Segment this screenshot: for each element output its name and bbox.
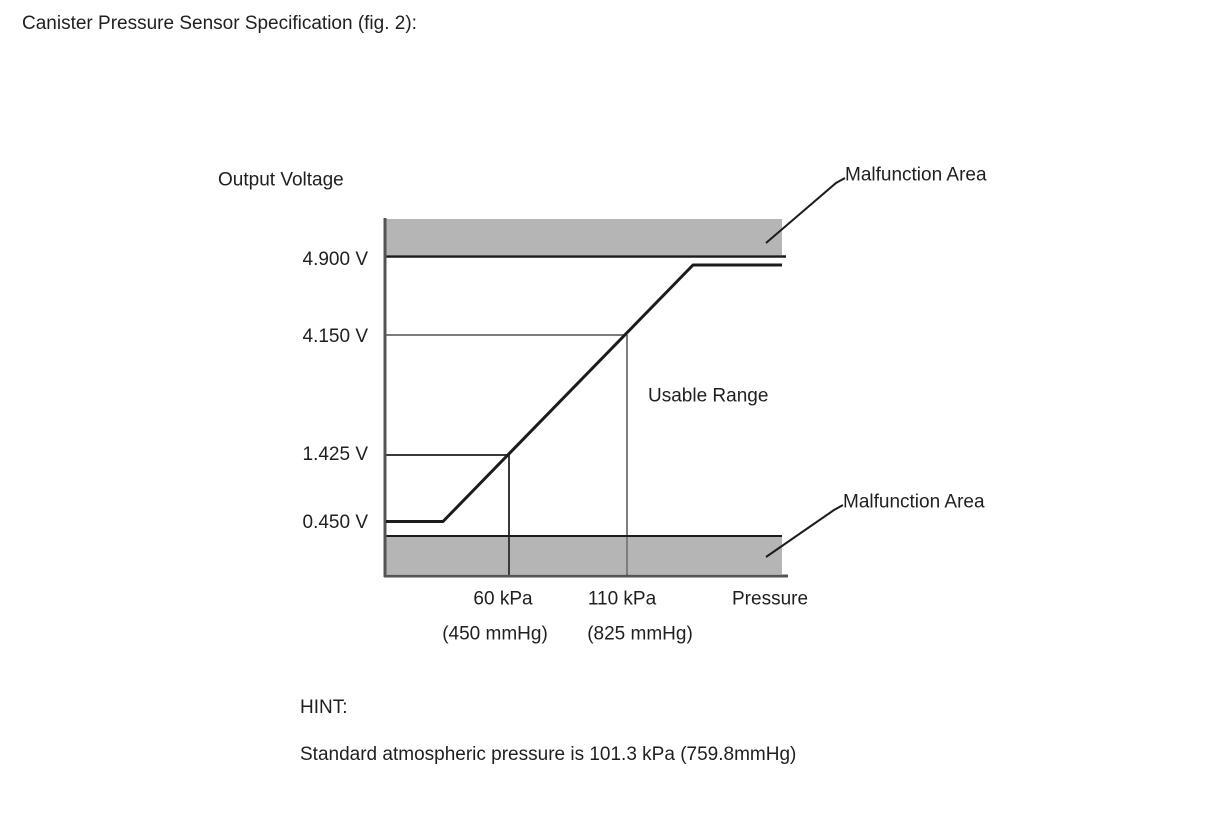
x-tick-110kpa: 110 kPa	[587, 588, 657, 610]
leader-line-malfunction-bottom	[765, 504, 844, 558]
y-axis-title: Output Voltage	[218, 169, 344, 191]
x-tick-60kpa: 60 kPa	[473, 588, 533, 610]
malfunction-area-label-top: Malfunction Area	[845, 164, 987, 186]
x-axis-title: Pressure	[732, 588, 809, 610]
figure-title: Canister Pressure Sensor Specification (…	[22, 13, 417, 34]
malfunction-band-top	[385, 219, 782, 255]
x-tick-825mmhg: (825 mmHg)	[587, 623, 693, 645]
malfunction-area-label-bottom: Malfunction Area	[843, 491, 985, 513]
hint-label: HINT:	[300, 697, 348, 718]
y-tick-4150mv: 4.150 V	[302, 326, 369, 347]
usable-range-label: Usable Range	[648, 385, 769, 407]
sensor-output-curve	[386, 263, 782, 523]
y-tick-4900mv: 4.900 V	[302, 249, 369, 270]
x-tick-450mmhg: (450 mmHg)	[442, 623, 548, 645]
hint-text: Standard atmospheric pressure is 101.3 k…	[300, 744, 797, 765]
malfunction-band-bottom	[385, 537, 782, 574]
y-tick-1425mv: 1.425 V	[302, 444, 369, 465]
leader-line-malfunction-top	[765, 177, 846, 244]
y-tick-0450mv: 0.450 V	[302, 512, 369, 533]
